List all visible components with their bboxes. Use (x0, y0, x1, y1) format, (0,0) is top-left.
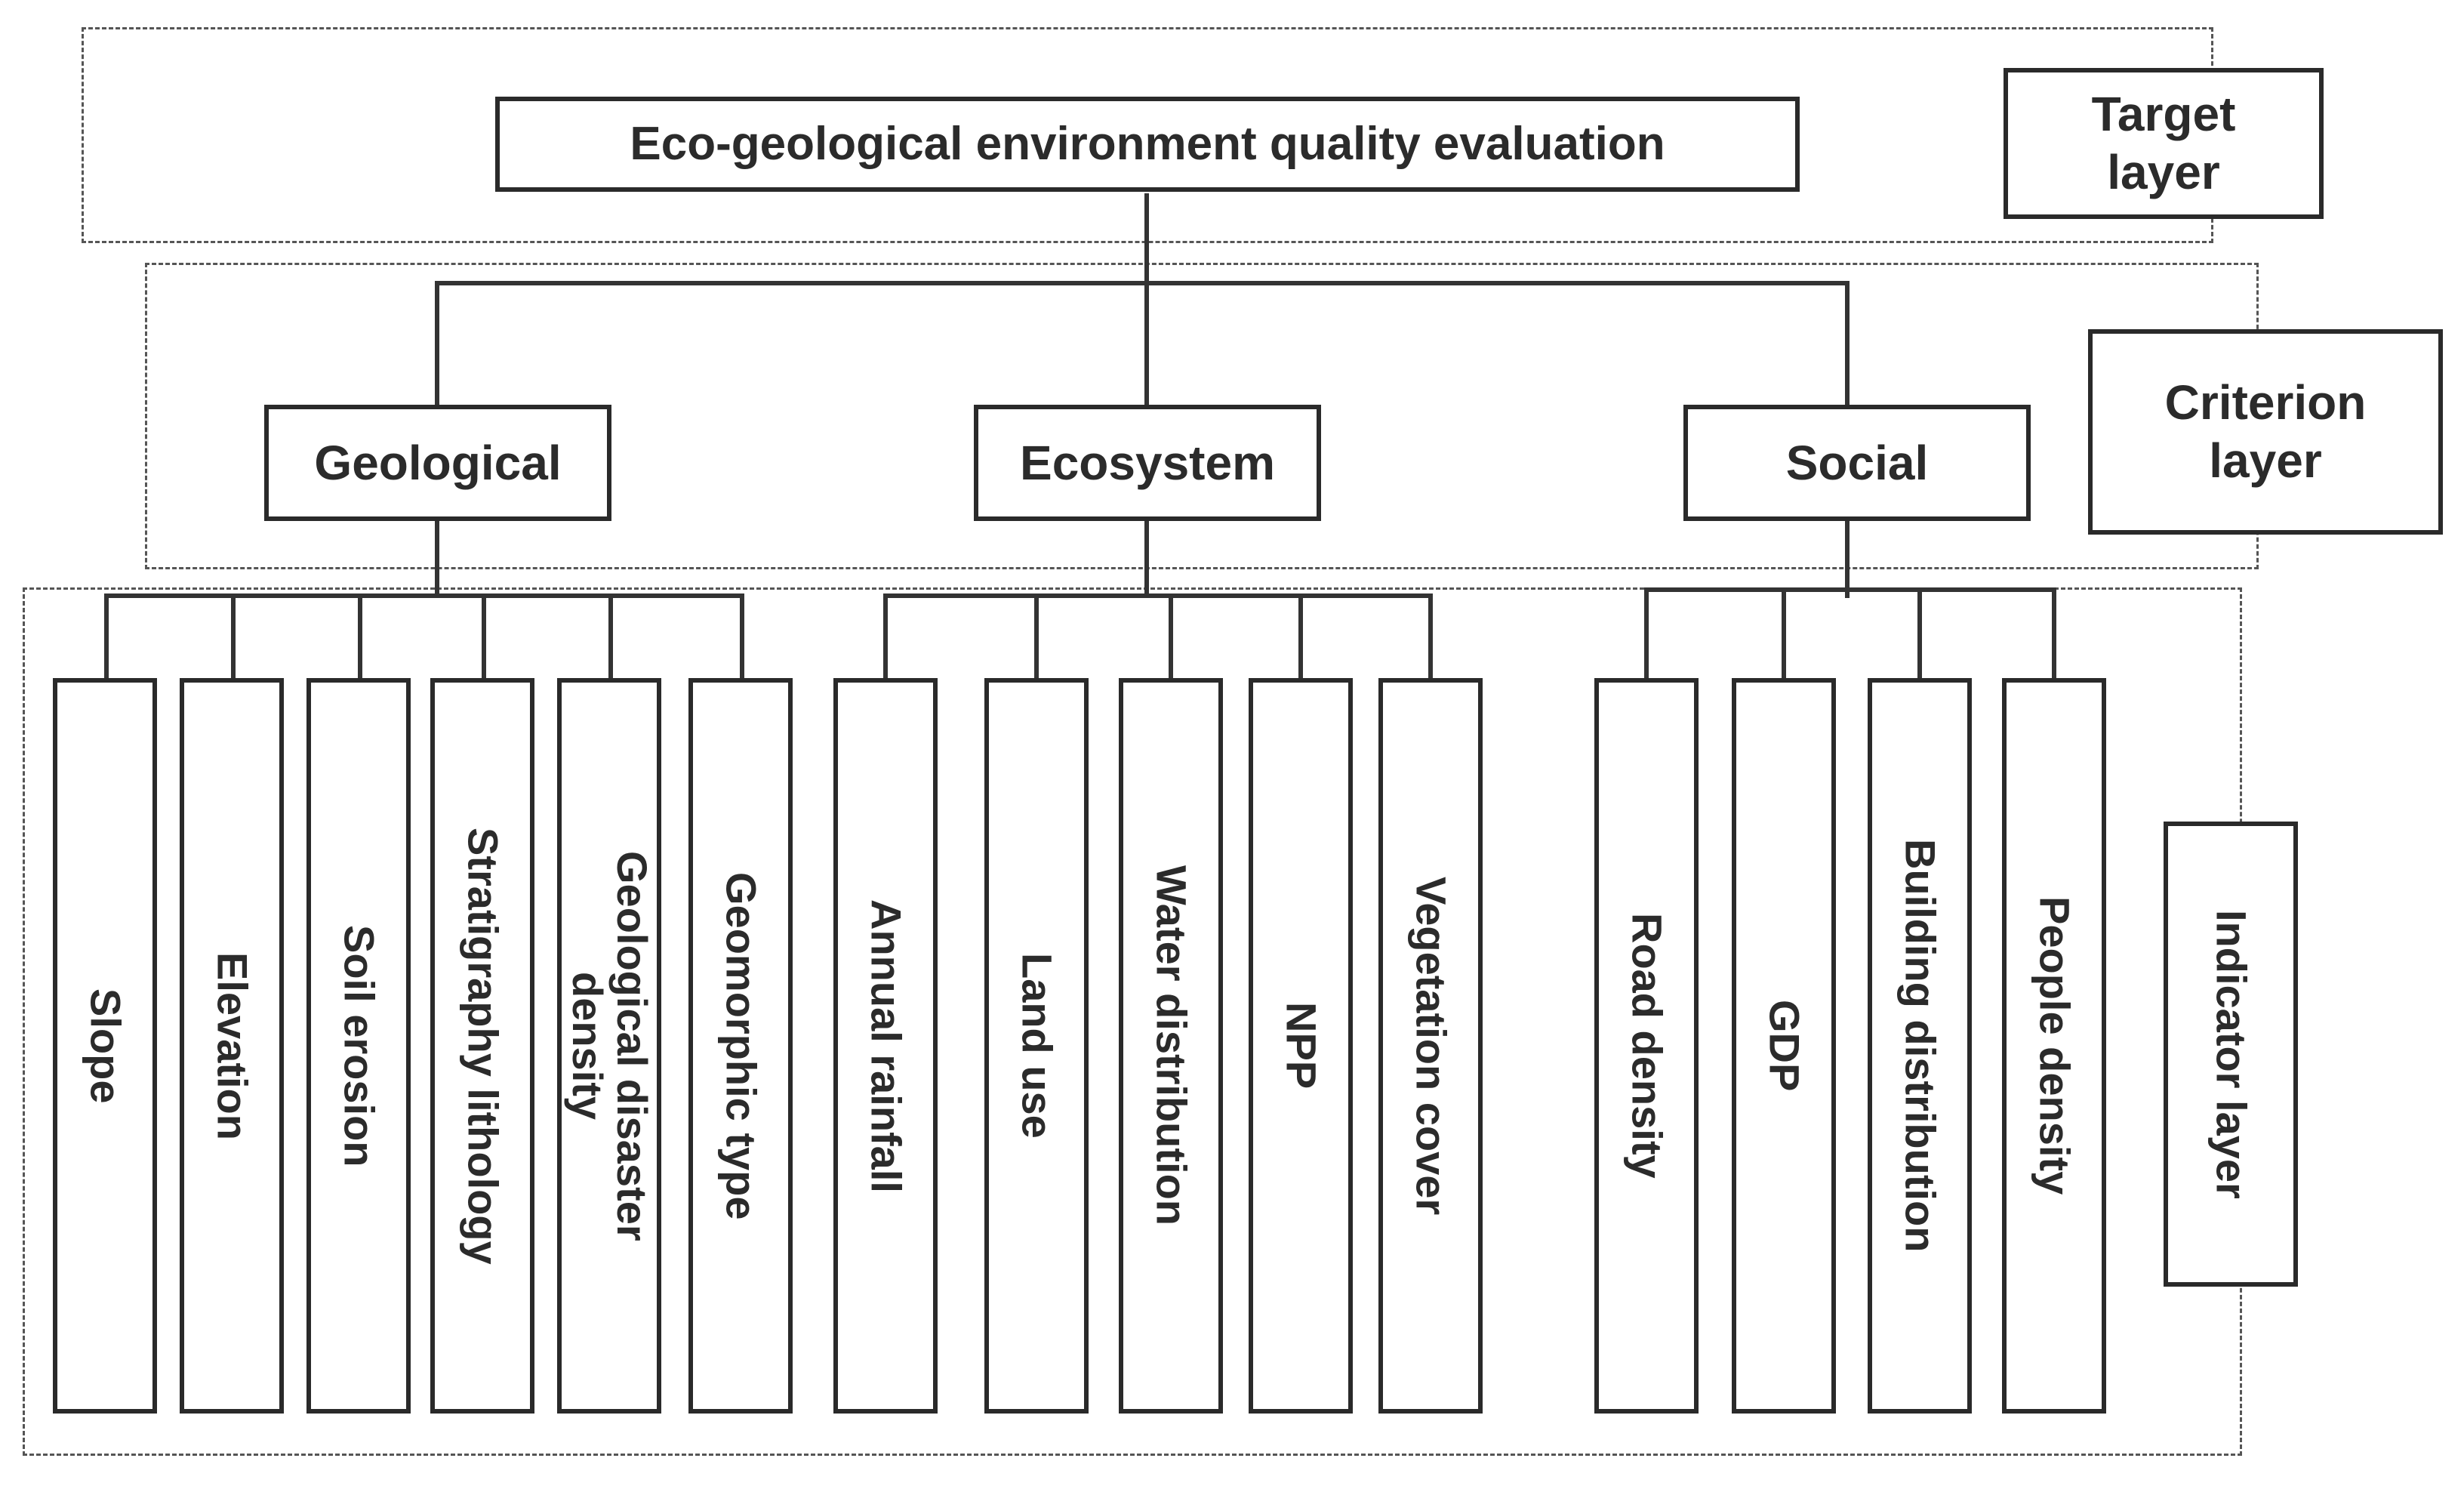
indicator-node-water-distribution: Water distribution (1119, 678, 1223, 1414)
indicator-label: People density (2031, 896, 2079, 1195)
connector-drop (1298, 593, 1303, 681)
indicator-layer-label-text: Indicator layer (2207, 909, 2256, 1199)
indicator-node-geomorphic-type: Geomorphic type (688, 678, 793, 1414)
indicator-layer-label: Indicator layer (2164, 822, 2298, 1287)
connector-drop (883, 593, 888, 681)
indicator-node-stratigraphy-lithology: Stratigraphy lithology (430, 678, 534, 1414)
criterion-layer-label: Criterion layer (2088, 329, 2443, 535)
indicator-node-slope: Slope (53, 678, 157, 1414)
indicator-label: Road density (1623, 913, 1671, 1179)
criterion-label: Social (1785, 435, 1929, 490)
indicator-node-elevation: Elevation (180, 678, 284, 1414)
indicator-label: GDP (1760, 1000, 1809, 1092)
connector-drop (104, 593, 109, 681)
indicator-label: Vegetation cover (1407, 876, 1455, 1216)
indicator-node-soil-erosion: Soil erosion (306, 678, 411, 1414)
indicator-label: Geomorphic type (717, 871, 765, 1220)
connector-drop (1169, 593, 1173, 681)
indicator-label: Stratigraphy lithology (459, 827, 507, 1265)
indicator-node-annual-rainfall: Annual rainfall (833, 678, 938, 1414)
connector-drop (1917, 587, 1922, 681)
indicator-label: Water distribution (1147, 865, 1196, 1226)
criterion-node-social: Social (1683, 405, 2031, 521)
indicator-label: Geological disaster density (564, 850, 656, 1241)
indicator-label: Building distribution (1896, 839, 1945, 1253)
criterion-label: Geological (314, 435, 562, 490)
indicator-label: Slope (82, 988, 130, 1104)
connector-geological-bus (104, 593, 744, 598)
connector-social-bus (1644, 587, 2056, 592)
connector-drop (1034, 593, 1039, 681)
connector-social-down (1845, 519, 1850, 598)
connector-social-drop (1845, 281, 1850, 408)
indicator-node-gdp: GDP (1732, 678, 1836, 1414)
criterion-node-geological: Geological (264, 405, 611, 521)
connector-drop (1428, 593, 1433, 681)
target-node-label: Eco-geological environment quality evalu… (630, 117, 1665, 170)
connector-drop (740, 593, 744, 681)
connector-drop (2052, 587, 2056, 681)
connector-drop (358, 593, 362, 681)
indicator-label: Soil erosion (335, 924, 383, 1167)
indicator-label: Annual rainfall (862, 899, 910, 1193)
connector-drop (1782, 587, 1786, 681)
criterion-node-ecosystem: Ecosystem (974, 405, 1321, 521)
connector-criterion-bus (435, 281, 1850, 285)
indicator-node-building-distribution: Building distribution (1868, 678, 1972, 1414)
indicator-node-geological-disaster-density: Geological disaster density (557, 678, 661, 1414)
indicator-label: Land use (1013, 953, 1061, 1139)
connector-ecosystem-down (1144, 519, 1149, 598)
connector-drop (608, 593, 613, 681)
indicator-node-road-density: Road density (1594, 678, 1699, 1414)
indicator-node-land-use: Land use (984, 678, 1089, 1414)
connector-target-trunk (1144, 193, 1149, 408)
indicator-label: NPP (1277, 1002, 1326, 1090)
target-layer-label-text: Target layer (2091, 87, 2236, 199)
connector-ecosystem-bus (883, 593, 1433, 598)
target-node: Eco-geological environment quality evalu… (495, 97, 1800, 192)
indicator-label: Elevation (208, 951, 257, 1140)
connector-geological-down (435, 519, 439, 598)
connector-drop (231, 593, 236, 681)
criterion-layer-label-text: Criterion layer (2164, 375, 2367, 488)
indicator-node-vegetation-cover: Vegetation cover (1378, 678, 1483, 1414)
indicator-node-people-density: People density (2002, 678, 2106, 1414)
connector-drop (482, 593, 486, 681)
connector-geological-drop (435, 281, 439, 408)
indicator-node-npp: NPP (1249, 678, 1353, 1414)
criterion-label: Ecosystem (1020, 435, 1275, 490)
target-layer-label: Target layer (2004, 68, 2324, 219)
connector-drop (1644, 587, 1649, 681)
